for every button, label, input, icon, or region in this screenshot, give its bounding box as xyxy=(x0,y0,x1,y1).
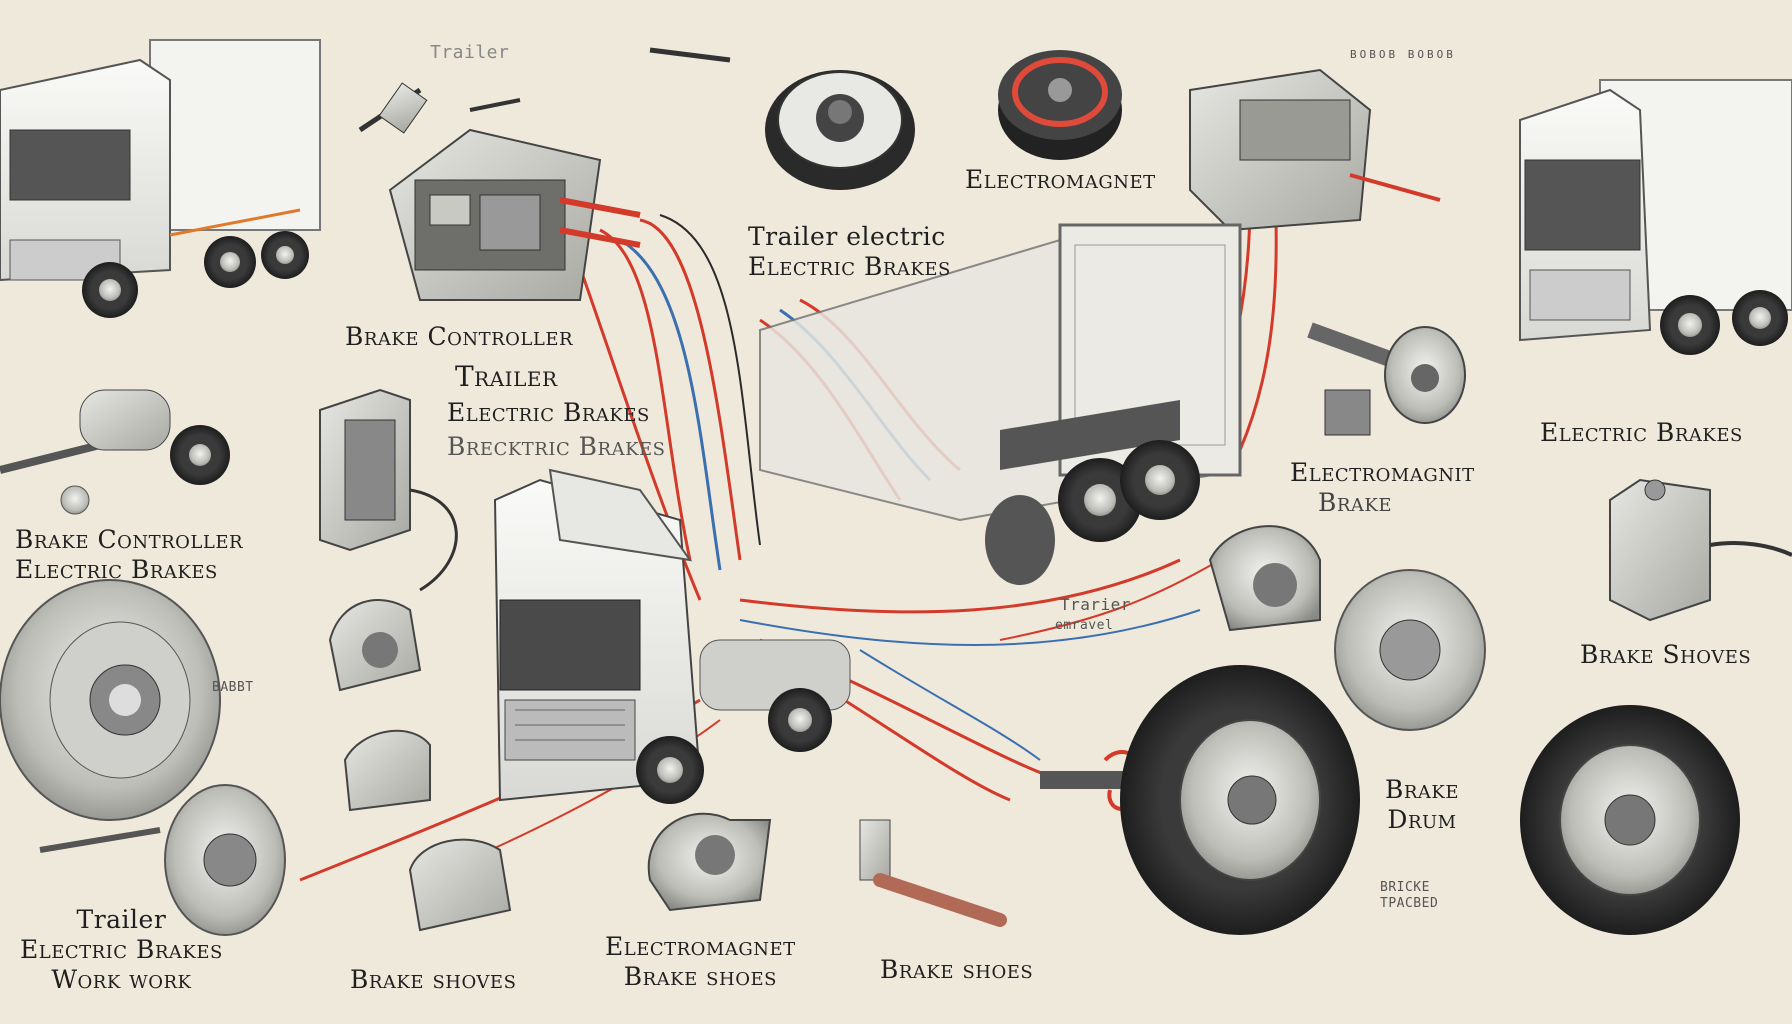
label-babbt-left: BABBT xyxy=(212,680,254,695)
truck-illustration-top-left xyxy=(0,39,321,318)
brake-controller-dial xyxy=(649,47,915,190)
wheel-with-brake-drum xyxy=(1040,665,1360,935)
label-trailer-bottom-left-line3: Work work xyxy=(51,965,192,994)
label-trailer-bottom-left-block: Trailer Electric Brakes Work work xyxy=(20,905,223,995)
brake-lever xyxy=(859,819,1007,927)
truck-illustration-top-right xyxy=(1519,79,1792,355)
control-module xyxy=(1189,68,1441,232)
brake-drum-small xyxy=(1334,569,1486,731)
label-brake-controller-left: Brake Controller xyxy=(15,525,244,554)
brake-shoe-assembly-2 xyxy=(647,812,772,912)
label-electric-brakes-right: Electric Brakes xyxy=(1540,418,1743,447)
label-brake-shoves-right: Brake Shoves xyxy=(1580,640,1752,669)
brake-caliper-2 xyxy=(343,729,431,812)
brake-actuator xyxy=(1307,322,1466,436)
label-trailer-electric-line2: Electric Brakes xyxy=(748,252,951,281)
label-brake-controller-center: Brake Controller xyxy=(345,322,574,351)
label-electromagnet-bottom-line1: Electromagnet xyxy=(605,932,796,961)
electromagnet-disc xyxy=(998,50,1122,160)
label-electric-brakes-left: Electric Brakes xyxy=(15,555,218,584)
label-trailer-electric-block: Trailer electric Electric Brakes xyxy=(748,222,951,282)
label-bricke-line1: BRICKE xyxy=(1380,880,1430,895)
label-trailer-bottom-left-line2: Electric Brakes xyxy=(20,935,223,964)
plug-connector xyxy=(358,82,428,134)
label-brake-drum-block: Brake Drum xyxy=(1385,775,1459,835)
label-brake-drum-line1: Brake xyxy=(1385,775,1460,804)
brake-disc-large xyxy=(0,579,221,821)
label-electromagnit-right: Electromagnit xyxy=(1290,458,1475,487)
brake-caliper-3 xyxy=(1208,525,1321,632)
label-electric-brakes-center: Electric Brakes xyxy=(447,398,650,427)
label-trailer-small-center-2: emravel xyxy=(1055,618,1114,633)
label-brake-drum-line2: Drum xyxy=(1387,805,1457,834)
label-brake-shoves-bottom: Brake shoves xyxy=(350,965,517,994)
label-brake-controller-left-block: Brake Controller Electric Brakes xyxy=(15,525,243,585)
label-brecktric-brakes-center: Brecktric Brakes xyxy=(447,432,666,461)
label-electromagnit-block: Electromagnit Brake xyxy=(1290,458,1475,518)
label-trailer-bottom-left-line1: Trailer xyxy=(76,905,167,934)
label-bricke-block: BRICKE TPACBED xyxy=(1380,880,1438,911)
label-electromagnet-bottom-block: Electromagnet Brake shoes xyxy=(605,932,796,992)
label-trailer-electric-line1: Trailer electric xyxy=(748,222,946,251)
label-trailer-center: Trailer xyxy=(455,360,558,393)
label-brake-right: Brake xyxy=(1318,488,1393,517)
brake-caliper-1 xyxy=(328,599,422,692)
electromagnet-box xyxy=(1609,478,1792,622)
label-electromagnet-top: Electromagnet xyxy=(965,165,1156,194)
brake-controller-unit xyxy=(388,98,641,301)
trailer-frame xyxy=(759,223,1242,585)
label-bricke-line2: TPACBED xyxy=(1380,895,1439,911)
trailer-axle-left xyxy=(0,389,230,515)
brake-controller-box xyxy=(319,388,458,592)
label-electromagnet-bottom-line2: Brake shoes xyxy=(623,962,777,991)
brake-disc-small xyxy=(39,784,286,936)
truck-illustration-center xyxy=(493,468,851,804)
label-trailer-top: Trailer xyxy=(430,42,510,63)
label-tiny-top-right: BOBOB BOBOB xyxy=(1350,48,1456,61)
label-brake-shoes-bottom: Brake shoes xyxy=(880,955,1034,984)
wheel-right xyxy=(1520,705,1740,935)
label-trailer-small-center: Trarier xyxy=(1060,595,1131,614)
brake-shoe-assembly-1 xyxy=(408,838,512,932)
